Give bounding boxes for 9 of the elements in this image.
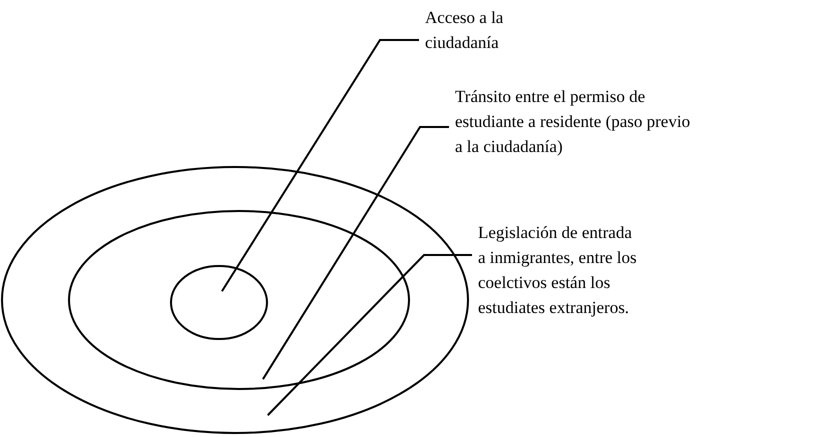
- leader-line: [267, 254, 472, 416]
- leader-line: [221, 39, 419, 292]
- callout-text: Tránsito entre el permiso de estudiante a residente (paso previo a la ciudadanía): [455, 84, 695, 159]
- inner-ellipse: [170, 265, 268, 340]
- leader-line: [262, 126, 449, 380]
- callout-text: Acceso a la ciudadanía: [425, 5, 535, 55]
- outer-ellipse: [1, 166, 469, 434]
- middle-ellipse: [68, 210, 410, 390]
- callout-text: Legislación de entrada a inmigrantes, entre los coelctivos están los estudiates extranjeros.: [478, 220, 638, 320]
